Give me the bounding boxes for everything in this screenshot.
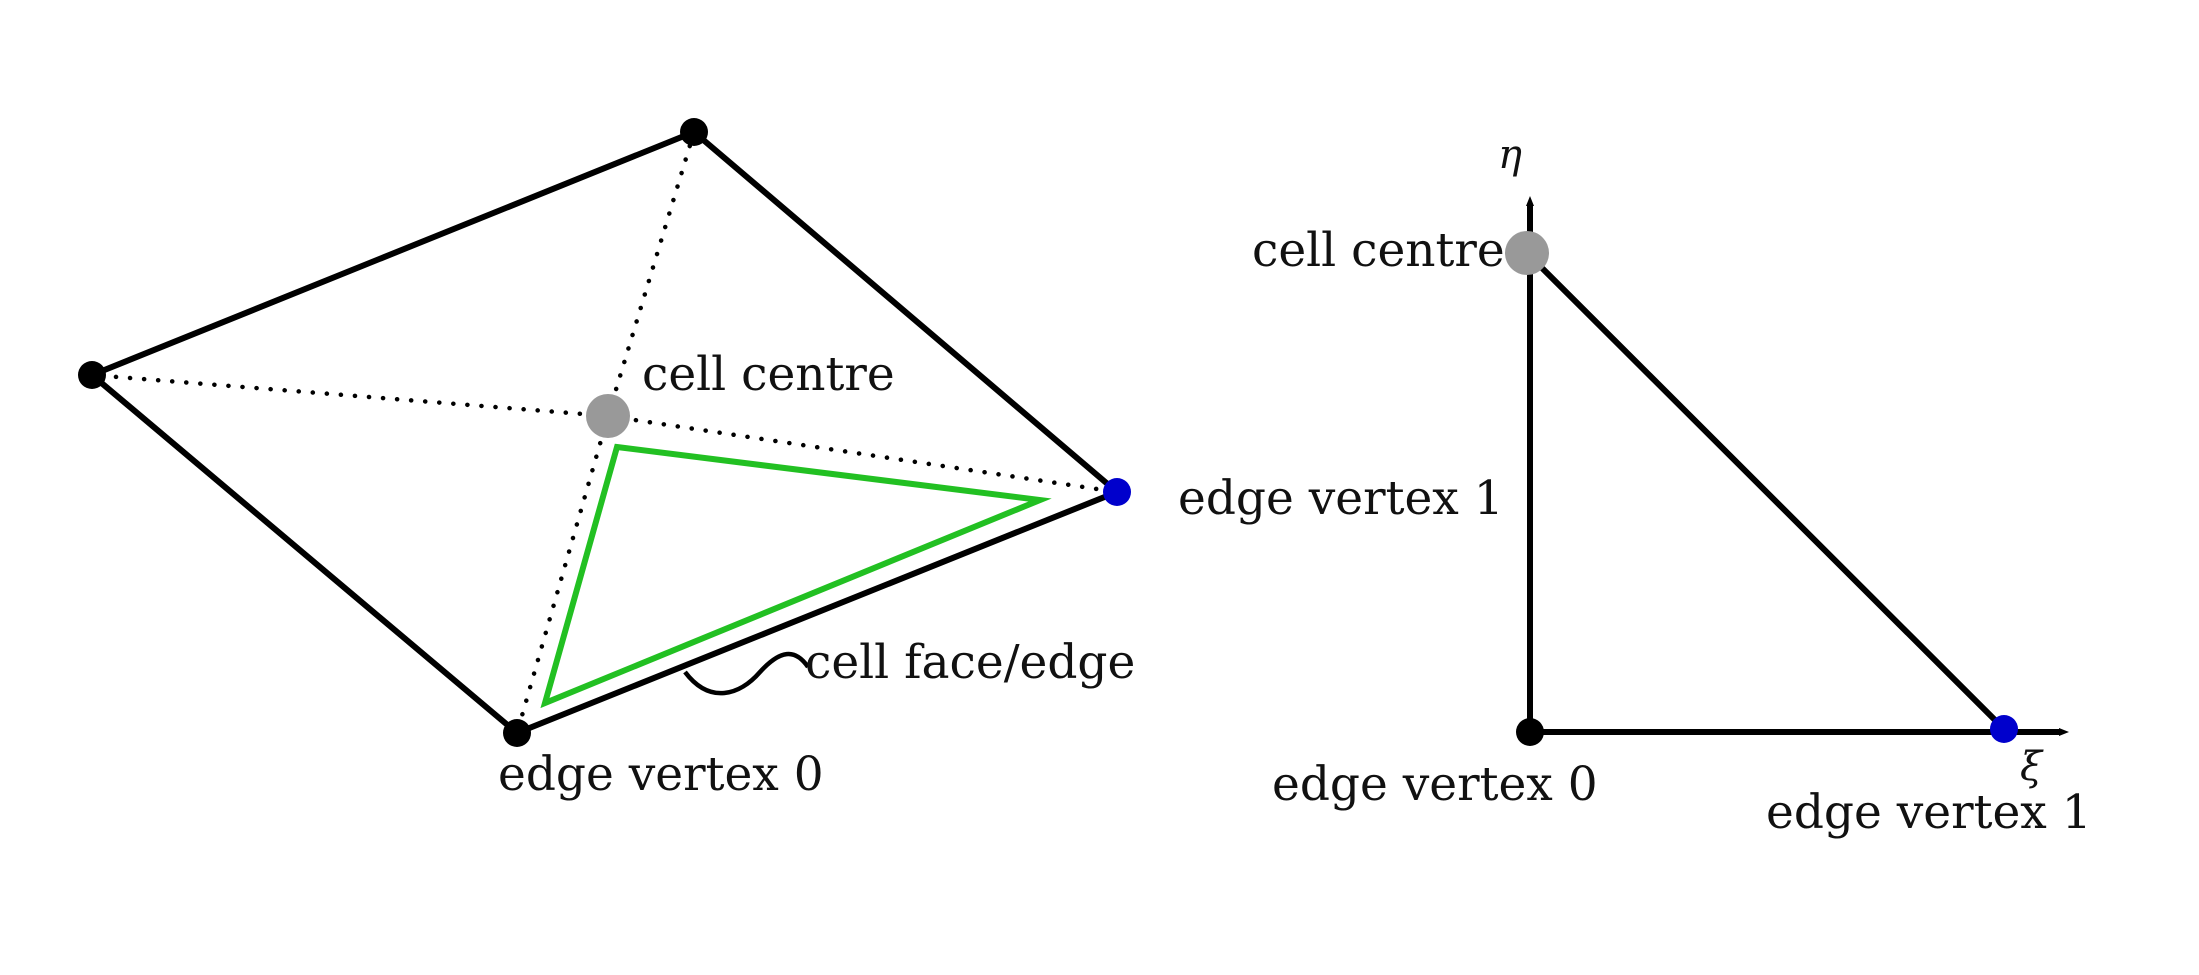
xi-label: ξ [2020, 744, 2044, 790]
vertex-left [78, 361, 106, 389]
cell-centre-label: cell centre [642, 347, 895, 402]
edge-vertex-0-dot [503, 719, 531, 747]
ref-edge-vertex-0-label: edge vertex 0 [1272, 757, 1598, 812]
eta-label: η [1498, 132, 1522, 178]
ref-edge-vertex-0-dot [1516, 718, 1544, 746]
reference-triangle-panel: η ξ cell centre edge vertex 0 edge verte… [1252, 132, 2092, 840]
ref-edge-vertex-1-label: edge vertex 1 [1766, 785, 2092, 840]
edge-vertex-1-dot [1103, 478, 1131, 506]
ref-edge-vertex-1-dot [1990, 715, 2018, 743]
cell-face-label: cell face/edge [805, 635, 1135, 690]
vertex-top [680, 118, 708, 146]
spoke-bottom [514, 413, 611, 736]
ref-cell-centre-label: cell centre [1252, 223, 1505, 278]
sub-triangle [540, 443, 1052, 709]
cell-centre-dot [586, 394, 630, 438]
spoke-left [89, 372, 611, 419]
spoke-right [605, 413, 1120, 495]
edge-vertex-0-label: edge vertex 0 [498, 747, 824, 802]
edge-vertex-1-label: edge vertex 1 [1178, 471, 1504, 526]
ref-cell-centre-dot [1505, 231, 1549, 275]
hypotenuse [1524, 250, 2007, 732]
face-pointer-squiggle [683, 651, 810, 696]
physical-cell-panel: cell centre cell face/edge edge vertex 0… [78, 118, 1504, 802]
